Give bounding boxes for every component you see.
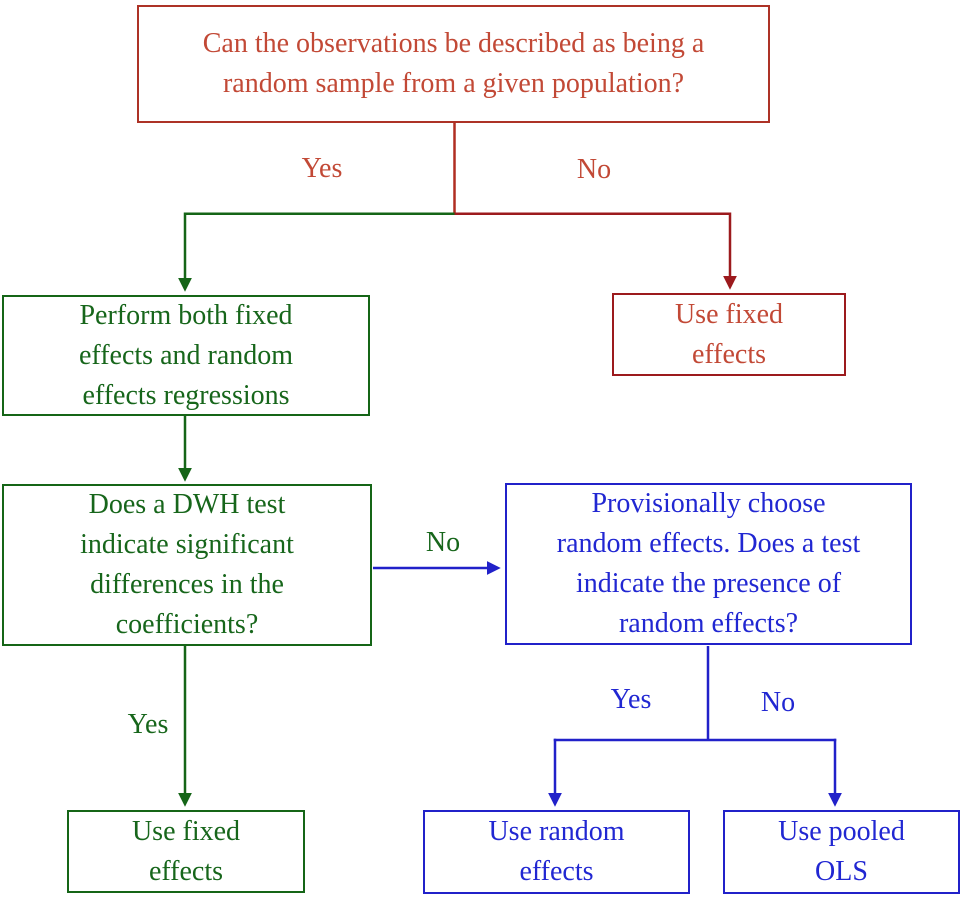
node-use-fixed-effects-no-branch: Use fixed effects [612, 293, 846, 376]
node-use-random-effects: Use random effects [423, 810, 690, 894]
node-use-pooled-ols: Use pooled OLS [723, 810, 960, 894]
edge-sample-yes [178, 212, 455, 292]
node-use-fixed-effects-yes-branch: Use fixed effects [67, 810, 305, 893]
label-retest-yes: Yes [610, 684, 652, 715]
label-sample-no: No [576, 154, 612, 185]
node-dwh-test-question: Does a DWH test indicate significant dif… [2, 484, 372, 646]
node-perform-both-regressions: Perform both fixed effects and random ef… [2, 295, 370, 416]
node-provisional-random-effects: Provisionally choose random effects. Doe… [505, 483, 912, 645]
edge-sample-no [454, 212, 737, 290]
label-dwh-no: No [425, 527, 461, 558]
label-sample-yes: Yes [301, 153, 343, 184]
label-dwh-yes: Yes [127, 709, 169, 740]
label-retest-no: No [760, 687, 796, 718]
node-question-random-sample: Can the observations be described as bei… [137, 5, 770, 123]
